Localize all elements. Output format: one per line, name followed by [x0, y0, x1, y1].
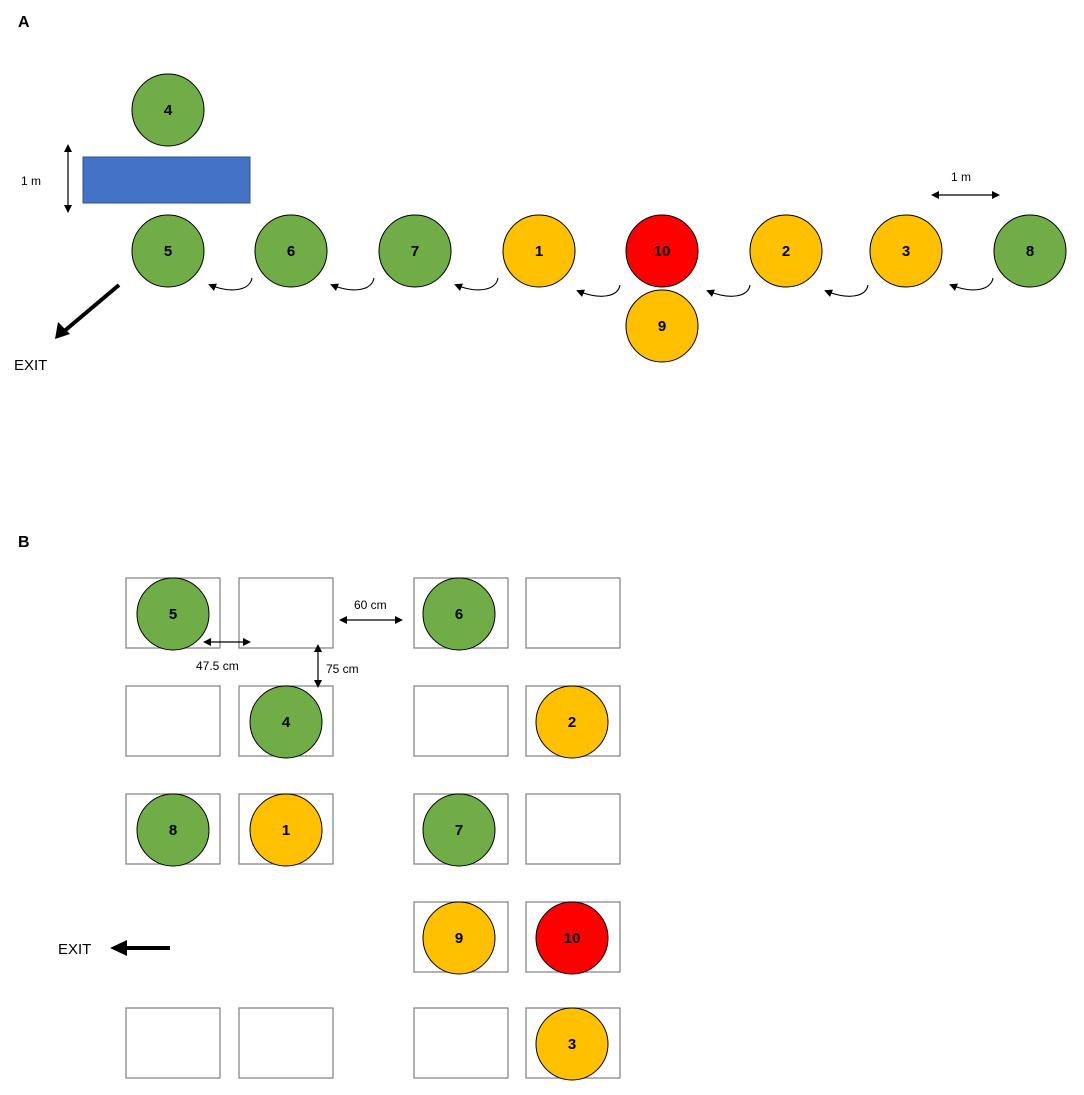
- person-circle: [535, 1007, 609, 1081]
- desk: [125, 685, 221, 757]
- person-circle: [869, 214, 943, 288]
- person-2: 2: [749, 214, 823, 288]
- person-3: 3: [535, 1007, 609, 1081]
- person-7: 7: [422, 793, 496, 867]
- person-number: 6: [455, 606, 463, 623]
- blue-table: [82, 156, 251, 204]
- person-2: 2: [535, 685, 609, 759]
- movement-arrow: [576, 284, 621, 297]
- exit-arrowhead-b: [110, 940, 127, 956]
- exit-label-a: EXIT: [14, 357, 47, 374]
- person-circle: [254, 214, 328, 288]
- person-number: 1: [282, 822, 290, 839]
- person-number: 8: [169, 822, 177, 839]
- panel-a: A 1 m 1 m 4 5 6 7 1 10 9 2 3 8 EXIT: [14, 14, 1067, 374]
- person-circle: [131, 214, 205, 288]
- desk: [525, 793, 621, 865]
- person-circle: [378, 214, 452, 288]
- panel-b-people: 5 6 4 2 8 1 7 9 10 3: [136, 577, 609, 1081]
- person-9: 9: [422, 901, 496, 975]
- person-circle: [249, 793, 323, 867]
- person-circle: [502, 214, 576, 288]
- person-circle: [625, 289, 699, 363]
- panel-a-label: A: [18, 14, 30, 31]
- person-number: 9: [658, 318, 666, 335]
- exit-label-b: EXIT: [58, 941, 91, 958]
- desk: [525, 577, 621, 649]
- person-number: 8: [1026, 243, 1034, 260]
- person-number: 9: [455, 930, 463, 947]
- person-number: 10: [564, 930, 581, 947]
- person-circle: [249, 685, 323, 759]
- person-circle: [535, 685, 609, 759]
- person-8: 8: [136, 793, 210, 867]
- exit-arrowhead-a: [55, 322, 70, 339]
- person-number: 5: [164, 243, 172, 260]
- person-1: 1: [249, 793, 323, 867]
- movement-arrow: [706, 284, 751, 297]
- person-9: 9: [625, 289, 699, 363]
- person-number: 4: [282, 714, 291, 731]
- desk: [413, 1007, 509, 1079]
- movement-arrow: [949, 277, 994, 291]
- person-1: 1: [502, 214, 576, 288]
- person-number: 1: [535, 243, 543, 260]
- desk: [238, 1007, 334, 1079]
- distance-60-label: 60 cm: [354, 598, 387, 612]
- person-number: 6: [287, 243, 295, 260]
- person-number: 7: [455, 822, 463, 839]
- person-circle: [535, 901, 609, 975]
- person-number: 3: [902, 243, 910, 260]
- desk: [125, 1007, 221, 1079]
- desk: [413, 685, 509, 757]
- person-5: 5: [131, 214, 205, 288]
- desk-grid: [125, 577, 621, 1079]
- person-circle: [993, 214, 1067, 288]
- person-6: 6: [422, 577, 496, 651]
- person-number: 2: [782, 243, 790, 260]
- person-number: 5: [169, 606, 177, 623]
- person-5: 5: [136, 577, 210, 651]
- person-circle: [422, 901, 496, 975]
- distance-75-label: 75 cm: [326, 662, 359, 676]
- person-7: 7: [378, 214, 452, 288]
- distance-47-5-label: 47.5 cm: [196, 659, 239, 673]
- movement-arrow: [824, 284, 869, 297]
- panel-b: B 5 6 4 2 8 1 7 9 10 3 60 cm 47.5 cm 75 cm EXIT: [18, 534, 621, 1081]
- vertical-distance-label: 1 m: [21, 174, 41, 188]
- movement-arrow: [330, 277, 375, 291]
- movement-arrow: [454, 277, 499, 291]
- person-number: 4: [164, 102, 173, 119]
- horizontal-distance-label: 1 m: [951, 170, 971, 184]
- person-circle: [422, 577, 496, 651]
- person-10: 10: [625, 214, 699, 288]
- panel-a-people: 4 5 6 7 1 10 9 2 3 8: [131, 73, 1067, 363]
- person-circle: [422, 793, 496, 867]
- person-6: 6: [254, 214, 328, 288]
- person-3: 3: [869, 214, 943, 288]
- person-8: 8: [993, 214, 1067, 288]
- person-circle: [136, 577, 210, 651]
- person-circle: [749, 214, 823, 288]
- person-circle: [625, 214, 699, 288]
- movement-arrow: [208, 277, 253, 291]
- person-4: 4: [249, 685, 323, 759]
- panel-b-label: B: [18, 534, 30, 551]
- person-number: 3: [568, 1036, 576, 1053]
- person-circle: [131, 73, 205, 147]
- person-number: 10: [654, 243, 671, 260]
- person-circle: [136, 793, 210, 867]
- desk: [238, 577, 334, 649]
- person-number: 2: [568, 714, 576, 731]
- person-10: 10: [535, 901, 609, 975]
- movement-arrows: [208, 277, 994, 297]
- person-number: 7: [411, 243, 419, 260]
- exit-arrow-a: [60, 283, 121, 335]
- person-4: 4: [131, 73, 205, 147]
